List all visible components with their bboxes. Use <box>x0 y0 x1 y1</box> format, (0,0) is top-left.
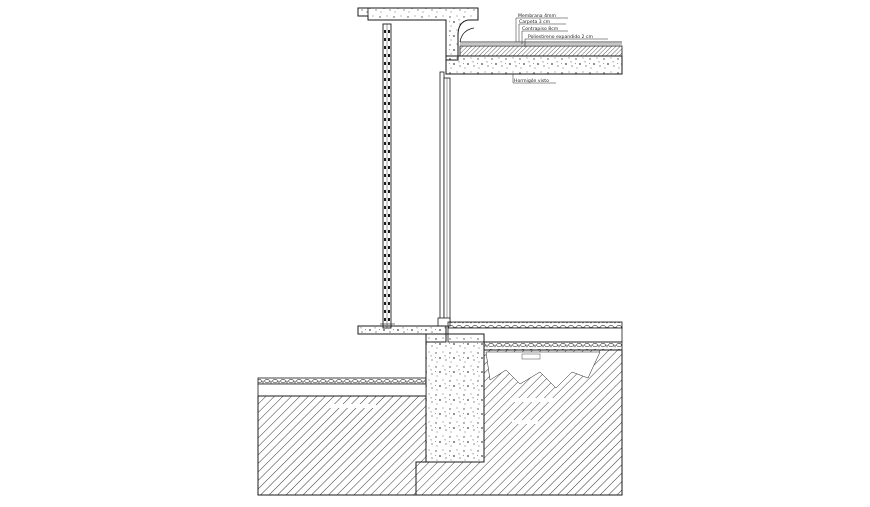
panel-perforation <box>388 270 390 273</box>
panel-perforation <box>384 46 386 49</box>
panel-perforation <box>388 230 390 233</box>
panel-perforation <box>384 238 386 241</box>
panel-perforation <box>384 214 386 217</box>
panel-perforation <box>384 150 386 153</box>
panel-perforation <box>384 254 386 257</box>
panel-perforation <box>384 190 386 193</box>
panel-perforation <box>388 262 390 265</box>
panel-perforation <box>388 150 390 153</box>
ground-left <box>257 377 427 496</box>
label-subfloor: Contrapiso 8cm <box>522 26 559 32</box>
panel-perforation <box>384 182 386 185</box>
roof-slab <box>445 27 623 75</box>
panel-perforation <box>384 158 386 161</box>
panel-perforation <box>388 246 390 249</box>
label-membrane: Membrana 4mm <box>518 13 556 19</box>
panel-perforation <box>388 254 390 257</box>
panel-perforation <box>388 86 390 89</box>
panel-perforation <box>388 278 390 281</box>
panel-perforation <box>388 142 390 145</box>
label-insulation: Poliestireno expandido 2 cm <box>528 34 593 40</box>
panel-perforation <box>388 166 390 169</box>
panel-perforation <box>388 302 390 305</box>
panel-perforation <box>388 238 390 241</box>
panel-perforation <box>384 230 386 233</box>
panel-perforation <box>388 30 390 33</box>
panel-perforation <box>384 166 386 169</box>
panel-perforation <box>384 110 386 113</box>
panel-perforation <box>384 30 386 33</box>
panel-perforation <box>384 38 386 41</box>
panel-perforation <box>388 310 390 313</box>
panel-perforation <box>384 198 386 201</box>
panel-perforation <box>388 46 390 49</box>
panel-perforation <box>388 158 390 161</box>
panel-perforation <box>384 318 386 321</box>
panel-perforation <box>388 214 390 217</box>
panel-perforation <box>384 102 386 105</box>
panel-perforation <box>384 310 386 313</box>
floor-slab <box>447 321 623 351</box>
panel-perforation <box>384 278 386 281</box>
panel-perforation <box>384 302 386 305</box>
panel-perforation <box>384 78 386 81</box>
panel-perforation <box>388 182 390 185</box>
panel-perforation <box>384 286 386 289</box>
panel-perforation <box>384 54 386 57</box>
panel-perforation <box>388 54 390 57</box>
foundation-column <box>425 333 485 463</box>
panel-perforation <box>384 118 386 121</box>
annotation-leaders <box>512 17 608 84</box>
panel-perforation <box>388 38 390 41</box>
panel-perforation <box>384 262 386 265</box>
panel-perforation <box>388 294 390 297</box>
panel-perforation <box>384 134 386 137</box>
panel-perforation <box>388 70 390 73</box>
panel-perforation <box>388 286 390 289</box>
panel-perforation <box>388 118 390 121</box>
panel-perforation <box>384 70 386 73</box>
window-glazing <box>437 71 451 327</box>
panel-perforation <box>384 270 386 273</box>
panel-perforation <box>388 78 390 81</box>
panel-perforation <box>388 174 390 177</box>
label-screed: Carpeta 3 cm <box>519 19 551 25</box>
panel-perforation <box>388 318 390 321</box>
panel-perforation <box>384 246 386 249</box>
panel-perforation <box>384 62 386 65</box>
panel-perforation <box>388 102 390 105</box>
perforated-panel <box>382 23 392 329</box>
panel-perforation <box>384 94 386 97</box>
panel-perforation <box>384 126 386 129</box>
panel-perforation <box>384 222 386 225</box>
panel-perforation <box>384 86 386 89</box>
panel-perforation <box>388 126 390 129</box>
panel-perforation <box>384 174 386 177</box>
panel-perforation <box>388 134 390 137</box>
panel-perforation <box>388 198 390 201</box>
label-exposed-concrete: Hormigón visto <box>514 77 549 84</box>
panel-perforation <box>388 62 390 65</box>
panel-perforation <box>388 94 390 97</box>
panel-perforation <box>384 294 386 297</box>
panel-perforation <box>388 190 390 193</box>
panel-perforation <box>384 206 386 209</box>
panel-perforation <box>388 110 390 113</box>
panel-perforation <box>384 142 386 145</box>
panel-perforation <box>388 222 390 225</box>
panel-perforation <box>388 206 390 209</box>
